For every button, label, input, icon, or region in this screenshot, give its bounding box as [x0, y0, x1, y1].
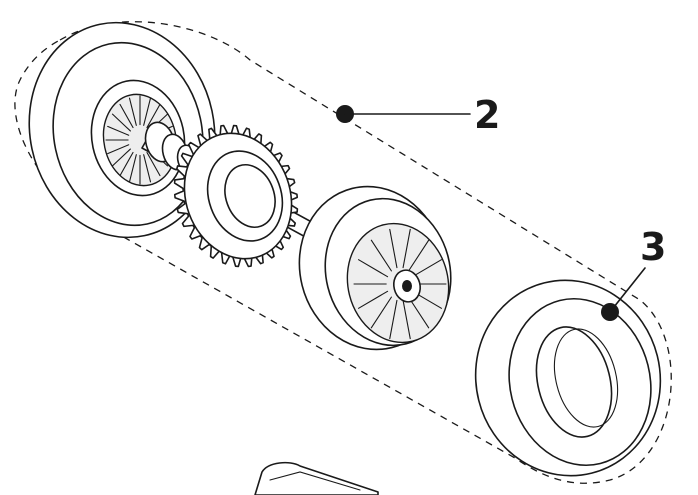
assembly-dashed-outline	[14, 21, 672, 484]
callout-3: 3	[601, 225, 666, 321]
callout-2: 2	[336, 93, 500, 137]
spoke	[402, 228, 411, 269]
spoke	[370, 239, 392, 272]
left-tire-and-rim	[28, 21, 216, 239]
spoke	[107, 144, 130, 155]
spoke	[358, 290, 389, 309]
separated-tire	[474, 279, 662, 477]
callout-3-leader	[609, 267, 646, 313]
spoke	[128, 97, 137, 126]
spoke	[402, 299, 411, 340]
spoke	[389, 228, 398, 269]
spoke	[119, 151, 134, 177]
spoke	[143, 154, 152, 183]
spoke	[408, 296, 430, 329]
callout-3-label: 3	[640, 225, 666, 269]
spoke	[370, 296, 392, 329]
spoke	[146, 151, 161, 177]
partial-bottom-part	[254, 461, 379, 495]
spoke	[358, 259, 389, 278]
right-wheel-hub	[298, 185, 452, 351]
spoke	[408, 239, 430, 272]
crown-gear	[173, 124, 299, 268]
spoke	[146, 103, 161, 129]
callout-2-label: 2	[474, 93, 500, 137]
spoke	[107, 125, 130, 136]
spoke	[143, 97, 152, 126]
spoke	[411, 259, 442, 278]
spoke	[128, 154, 137, 183]
spoke	[389, 299, 398, 340]
spoke	[119, 103, 134, 129]
spoke	[111, 148, 131, 167]
spoke	[111, 113, 131, 132]
